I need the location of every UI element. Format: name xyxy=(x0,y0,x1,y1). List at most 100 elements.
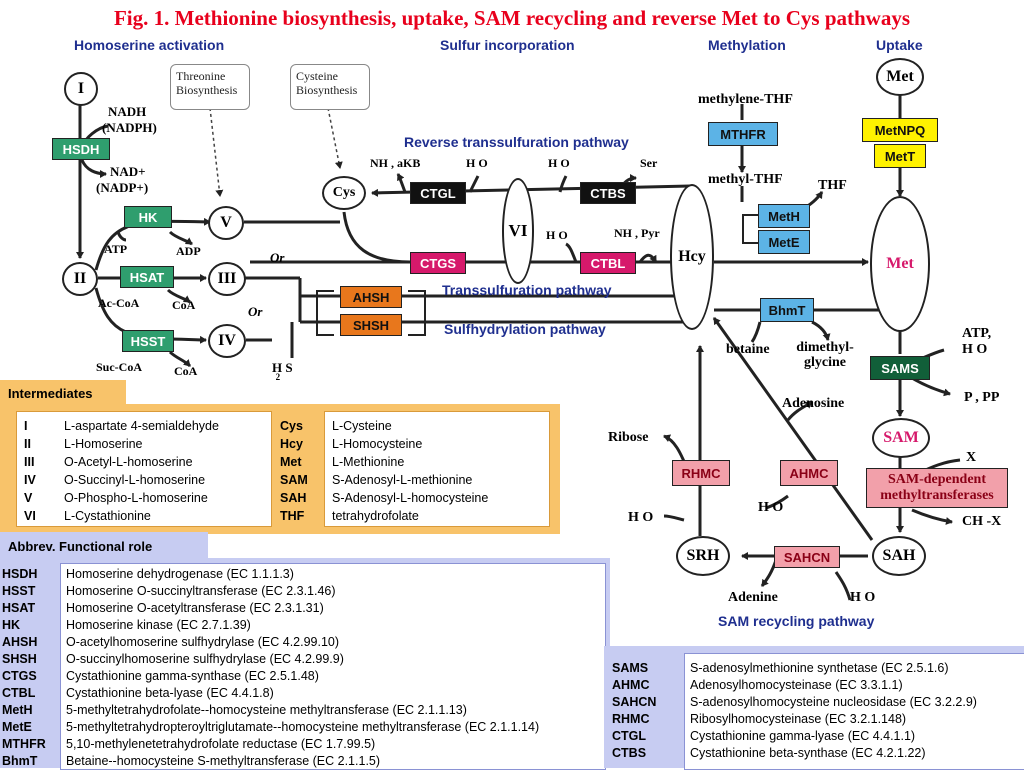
intermediate-row: Met L-Methionine xyxy=(280,454,404,470)
abbrev-value: Homoserine dehydrogenase (EC 1.1.1.3) xyxy=(66,567,294,581)
enzyme-ctgs: CTGS xyxy=(410,252,466,274)
label-h2o-2: H O xyxy=(548,156,570,170)
abbrev-value: 5,10-methylenetetrahydrofolate reductase… xyxy=(66,737,376,751)
section-methylation: Methylation xyxy=(708,37,786,53)
abbrev-value: 5-methyltetrahydropteroyltriglutamate--h… xyxy=(66,720,540,734)
enzyme-bracket xyxy=(316,290,334,336)
intermediate-code: VI xyxy=(24,509,36,523)
intermediate-value: O-Phospho-L-homoserine xyxy=(64,491,208,505)
intermediates-inner-left xyxy=(16,411,272,527)
label-h2o-3: H O xyxy=(546,228,568,242)
label-adenine: Adenine xyxy=(728,590,778,605)
abbrev-row: MTHFR 5,10-methylenetetrahydrofolate redu… xyxy=(2,736,375,752)
abbrev-value: Cystathionine beta-lyase (EC 4.4.1.8) xyxy=(66,686,274,700)
enzyme-metnpq: MetNPQ xyxy=(862,118,938,142)
abbrev-value: Homoserine O-succinyltransferase (EC 2.3… xyxy=(66,584,336,598)
abbrev-code: MTHFR xyxy=(2,737,46,751)
intermediate-value: L-Methionine xyxy=(332,455,405,469)
enzyme-mett: MetT xyxy=(874,144,926,168)
cysteine-biosynthesis-box: Cysteine Biosynthesis xyxy=(290,64,370,110)
abbrev-code: HK xyxy=(2,618,21,632)
label-nh3-pyr: NH , Pyr xyxy=(614,226,660,240)
abbrev-value: O-succinylhomoserine sulfhydrylase (EC 4… xyxy=(66,652,344,666)
node-II: II xyxy=(62,262,98,296)
intermediate-code: Met xyxy=(280,455,302,469)
intermediate-row: VI L-Cystathionine xyxy=(24,508,151,524)
label-dimethylglycine: dimethyl- glycine xyxy=(796,340,854,370)
intermediate-code: II xyxy=(24,437,31,451)
figure-title: Fig. 1. Methionine biosynthesis, uptake,… xyxy=(113,6,911,30)
abbrev-code: RHMC xyxy=(612,712,650,726)
enzyme-sam-dependent: SAM-dependent methyltransferases xyxy=(866,468,1008,508)
intermediate-value: O-Succinyl-L-homoserine xyxy=(64,473,206,487)
intermediate-code: Cys xyxy=(280,419,303,433)
label-sulfhydrylation: Sulfhydrylation pathway xyxy=(444,321,606,337)
label-nadh: NADH xyxy=(108,104,147,119)
label-h2o-1: H O xyxy=(466,156,488,170)
node-met-main: Met xyxy=(870,196,930,332)
label-accoa: Ac-CoA xyxy=(98,296,140,310)
intermediate-code: THF xyxy=(280,509,305,523)
abbrev-value: Cystathionine gamma-lyase (EC 4.4.1.1) xyxy=(690,729,916,743)
sam-dependent-label: SAM-dependent methyltransferases xyxy=(880,472,994,503)
node-met-top: Met xyxy=(876,58,924,96)
abbrev-row: HSDH Homoserine dehydrogenase (EC 1.1.1.3… xyxy=(2,566,294,582)
abbrev-row: MetE 5-methyltetrahydropteroyltriglutamat… xyxy=(2,719,539,735)
intermediate-value: L-Homocysteine xyxy=(332,437,423,451)
label-coa2: CoA xyxy=(174,364,198,378)
intermediate-value: L-Cysteine xyxy=(332,419,392,433)
enzyme-shsh: SHSH xyxy=(340,314,402,336)
intermediate-code: SAM xyxy=(280,473,308,487)
node-sah: SAH xyxy=(872,536,926,576)
label-or2: Or xyxy=(248,304,263,319)
label-atp-sams: ATP, xyxy=(962,326,992,341)
label-betaine: betaine xyxy=(726,342,770,357)
label-ch3x: CH -X xyxy=(962,514,1002,529)
label-adenosine: Adenosine xyxy=(782,396,845,411)
intermediate-value: tetrahydrofolate xyxy=(332,509,419,523)
abbrev-code: SHSH xyxy=(2,652,37,666)
label-h2o-rhmc: H O xyxy=(628,510,654,525)
intermediate-code: SAH xyxy=(280,491,307,505)
abbrev-code: HSST xyxy=(2,584,36,598)
label-coa1: CoA xyxy=(172,298,196,312)
intermediate-value: L-aspartate 4-semialdehyde xyxy=(64,419,219,433)
abbrev-code: HSAT xyxy=(2,601,36,615)
node-srh: SRH xyxy=(676,536,730,576)
label-atp: ATP xyxy=(104,242,128,256)
abbrev-code: MetH xyxy=(2,703,33,717)
abbrev-value: Cystathionine beta-synthase (EC 4.2.1.22… xyxy=(690,746,926,760)
label-nadp: (NADP+) xyxy=(96,180,149,195)
label-h2o-sahcn: H O xyxy=(850,590,876,605)
cysteine-biosynthesis-label: Cysteine Biosynthesis xyxy=(296,69,358,97)
intermediate-value: L-Cystathionine xyxy=(64,509,151,523)
abbrev-value: Ribosylhomocysteinase (EC 3.2.1.148) xyxy=(690,712,907,726)
h2s-text: H S xyxy=(272,360,293,375)
abbrev-code: HSDH xyxy=(2,567,38,581)
abbrev-code: MetE xyxy=(2,720,32,734)
intermediate-value: O-Acetyl-L-homoserine xyxy=(64,455,193,469)
label-methyl-thf: methyl-THF xyxy=(708,172,783,187)
label-nh3-akb: NH , aKB xyxy=(370,156,420,171)
abbrev-code: AHMC xyxy=(612,678,650,692)
enzyme-ctgl: CTGL xyxy=(410,182,466,204)
abbrev-row: RHMC Ribosylhomocysteinase (EC 3.2.1.148) xyxy=(612,711,906,727)
enzyme-mete: MetE xyxy=(758,230,810,254)
label-nadph: (NADPH) xyxy=(102,120,157,135)
